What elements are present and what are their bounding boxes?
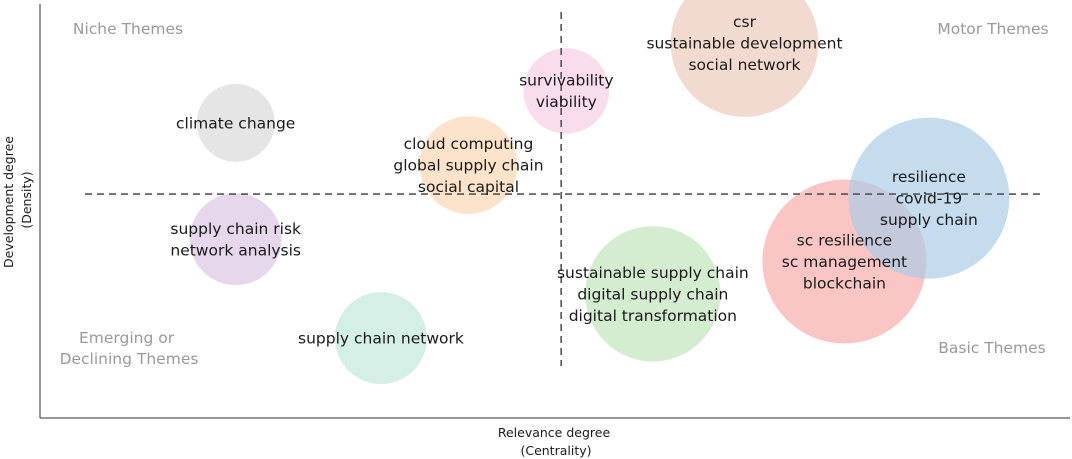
quadrant-label-emerging-declining: Emerging or Declining Themes bbox=[60, 329, 199, 368]
cluster-label-line: blockchain bbox=[803, 275, 886, 293]
cluster-label-line: csr bbox=[733, 13, 757, 31]
cluster-label-line: resilience bbox=[892, 168, 966, 186]
cluster-label-line: sustainable development bbox=[646, 34, 842, 52]
cluster-label-line: climate change bbox=[176, 114, 295, 132]
y-axis-title-line2: (Density) bbox=[19, 171, 34, 228]
cluster-label-line: digital supply chain bbox=[577, 285, 728, 303]
cluster-label-line: viability bbox=[536, 93, 597, 111]
cluster-label-line: sc management bbox=[782, 253, 907, 271]
cluster-label-survivability: survivability viability bbox=[519, 72, 613, 112]
y-axis-title-line1: Development degree bbox=[1, 136, 16, 268]
cluster-label-supply-chain-network: supply chain network bbox=[298, 330, 464, 348]
cluster-label-supply-chain-risk: supply chain risk network analysis bbox=[170, 220, 301, 259]
cluster-bubble-survivability bbox=[523, 48, 610, 134]
cluster-label-csr: csr sustainable development social network bbox=[646, 13, 842, 74]
cluster-bubble-climate-change bbox=[196, 83, 275, 162]
cluster-label-line: supply chain network bbox=[298, 330, 464, 348]
cluster-label-cloud-computing: cloud computing global supply chain social… bbox=[393, 135, 543, 196]
x-axis-title-line1: Relevance degree bbox=[498, 425, 611, 440]
bubble-layer bbox=[189, 0, 1010, 385]
cluster-label-sustainable-supply-chain: sustainable supply chain digital supply c… bbox=[557, 264, 749, 325]
cluster-bubble-supply-chain-network bbox=[334, 292, 427, 385]
cluster-label-climate-change: climate change bbox=[176, 114, 295, 132]
quadrant-label-emerging-line2: Declining Themes bbox=[60, 350, 199, 368]
cluster-label-line: global supply chain bbox=[393, 157, 543, 175]
quadrant-label-emerging-line1: Emerging or bbox=[79, 329, 175, 347]
cluster-label-line: sc resilience bbox=[797, 232, 893, 250]
cluster-label-sc-resilience: sc resilience sc management blockchain bbox=[782, 232, 907, 293]
cluster-bubble-cloud-computing bbox=[419, 116, 518, 214]
cluster-label-line: sustainable supply chain bbox=[557, 264, 749, 282]
cluster-bubble-resilience bbox=[848, 117, 1010, 279]
cluster-label-line: network analysis bbox=[170, 241, 301, 259]
cluster-label-line: social capital bbox=[418, 178, 519, 196]
quadrant-label-niche-themes: Niche Themes bbox=[73, 20, 183, 38]
cluster-label-line: cloud computing bbox=[404, 135, 534, 153]
quadrant-label-basic-themes: Basic Themes bbox=[938, 339, 1046, 357]
cluster-bubble-csr bbox=[670, 0, 819, 117]
x-axis-title-line2: (Centrality) bbox=[520, 443, 591, 458]
cluster-label-line: supply chain bbox=[880, 211, 978, 229]
cluster-label-line: survivability bbox=[519, 72, 613, 90]
cluster-bubble-sustainable-supply-chain bbox=[585, 226, 721, 362]
quadrant-label-motor-themes: Motor Themes bbox=[937, 20, 1048, 38]
cluster-label-line: social network bbox=[688, 56, 800, 74]
cluster-label-resilience: resilience covid-19 supply chain bbox=[880, 168, 978, 229]
reference-lines bbox=[85, 12, 1045, 366]
bubble-label-layer: climate change supply chain risk network a… bbox=[170, 13, 977, 348]
x-axis-title: Relevance degree (Centrality) bbox=[498, 425, 614, 458]
y-axis-title: Development degree (Density) bbox=[1, 132, 34, 268]
cluster-label-line: covid-19 bbox=[896, 190, 963, 208]
cluster-label-line: supply chain risk bbox=[170, 220, 301, 238]
cluster-bubble-supply-chain-risk bbox=[189, 193, 282, 286]
cluster-label-line: digital transformation bbox=[569, 307, 737, 325]
